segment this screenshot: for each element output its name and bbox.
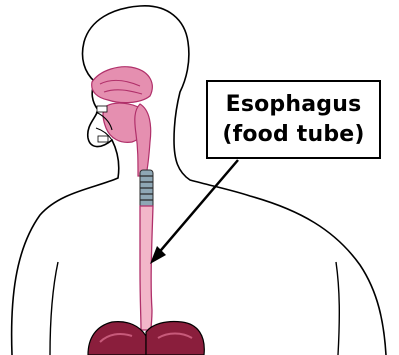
teeth-upper xyxy=(97,106,107,112)
body-outline xyxy=(12,6,386,355)
esophagus xyxy=(140,206,153,330)
left-arm-line xyxy=(50,262,58,355)
right-arm-line xyxy=(336,262,339,355)
esophagus-label-box: Esophagus (food tube) xyxy=(206,80,381,159)
nasal-cavity xyxy=(92,67,153,103)
label-line-2: (food tube) xyxy=(222,120,364,150)
pointer-line xyxy=(156,160,238,256)
stomach xyxy=(146,321,204,355)
pharynx xyxy=(135,104,151,176)
label-line-1: Esophagus xyxy=(226,90,362,120)
liver xyxy=(88,322,146,355)
teeth-lower xyxy=(98,136,108,142)
